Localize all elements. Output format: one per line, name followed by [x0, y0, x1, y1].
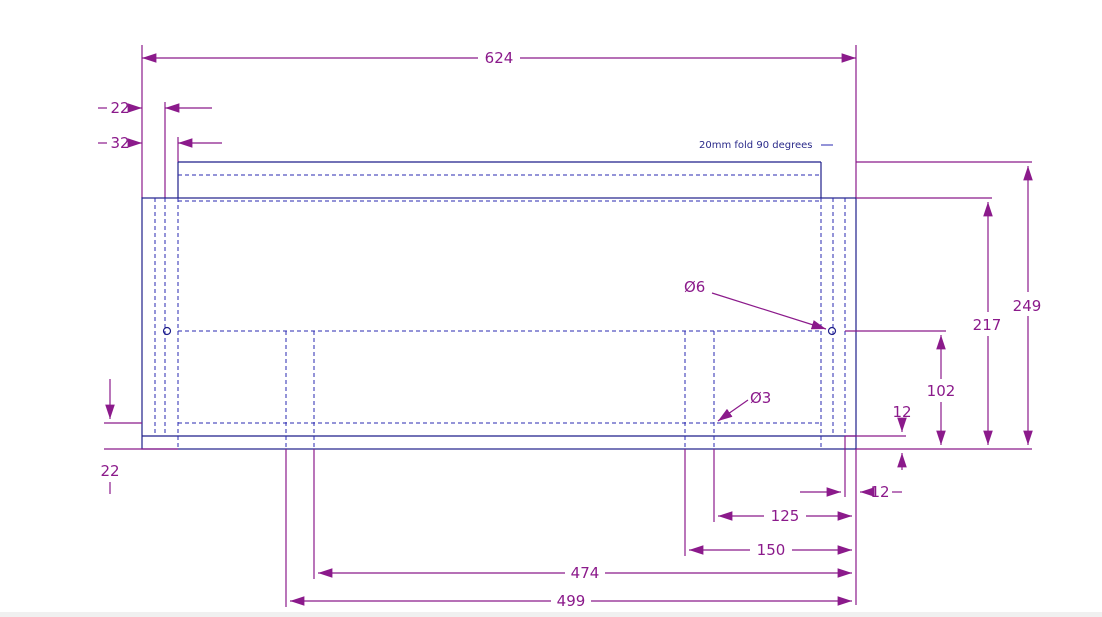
dimension-hole-spacing-150-label: 150 — [757, 541, 786, 559]
dimension-right-height-inner-label: 217 — [973, 316, 1002, 334]
dimension-left-offsets: 22 32 — [98, 99, 222, 198]
dimension-right-height-outer-label: 249 — [1013, 297, 1042, 315]
dimension-hole-spacing-150: 150 — [684, 449, 852, 559]
dimension-left-bottom-offset-label: 22 — [100, 462, 119, 480]
dimension-bottom-small-offset-label: 12 — [892, 403, 911, 421]
bottom-strip — [0, 612, 1102, 617]
dimension-hole-spacing-474: 474 — [313, 449, 852, 582]
dimension-right-heights: 217 249 — [856, 161, 1042, 450]
dimension-hole-spacing-125: 125 — [713, 449, 852, 525]
hole-large: Ø6 — [684, 278, 827, 330]
dimension-hole-spacing-474-label: 474 — [571, 564, 600, 582]
dimension-hole-height: 102 — [845, 330, 956, 445]
dimension-overall-width-label: 624 — [485, 49, 514, 67]
dimension-bottom-small-offset: 12 — [845, 403, 912, 470]
fold-note-label: 20mm fold 90 degrees — [699, 140, 813, 151]
dimension-hole-spacing-499-label: 499 — [557, 592, 586, 610]
part-outline — [141, 161, 857, 450]
hole-large-label: Ø6 — [684, 278, 705, 296]
dimension-left-offset-large-label: 32 — [110, 134, 129, 152]
fold-note: 20mm fold 90 degrees — [699, 140, 833, 151]
dimension-right-small-offset-label: 12 — [870, 483, 889, 501]
dimension-left-bottom-offset: 22 — [100, 379, 178, 494]
dimension-hole-height-label: 102 — [927, 382, 956, 400]
dimension-hole-spacing-499: 499 — [285, 449, 852, 610]
dimension-overall-width: 624 — [141, 45, 857, 198]
hole-small-label: Ø3 — [750, 389, 771, 407]
dimension-left-offset-small-label: 22 — [110, 99, 129, 117]
hole-small: Ø3 — [717, 389, 771, 422]
dimension-hole-spacing-125-label: 125 — [771, 507, 800, 525]
dimension-right-small-offset: 12 — [800, 436, 902, 605]
